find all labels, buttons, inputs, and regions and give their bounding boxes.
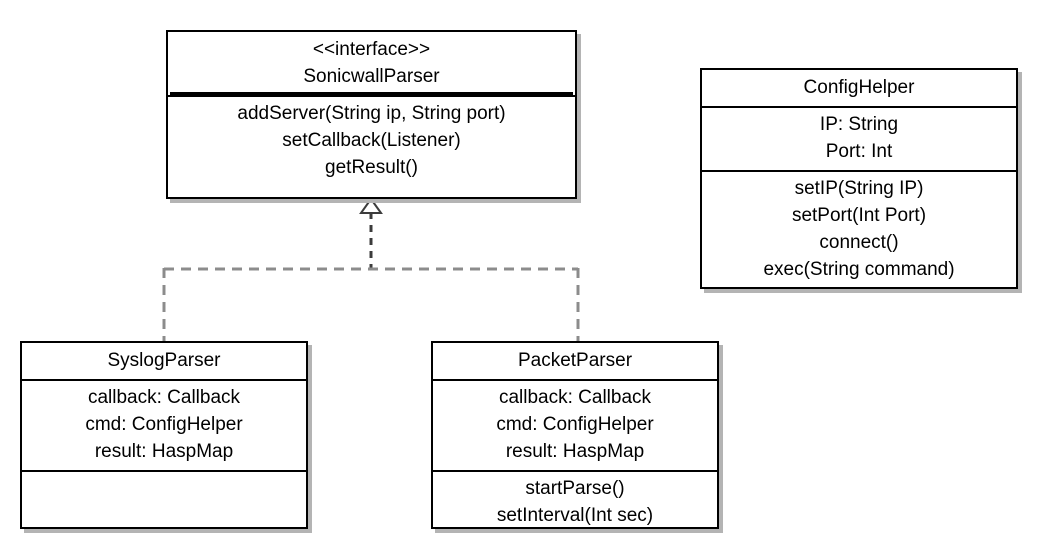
stereotype-label: <<interface>> [312,39,431,60]
method-item: setInterval(Int sec) [496,505,654,526]
method-item: getResult() [325,157,418,178]
class-methods-packet-parser: startParse() setInterval(Int sec) [433,470,717,534]
class-methods-syslog-parser [22,470,306,542]
hollow-triangle-arrowhead [359,197,383,214]
attribute-item: cmd: ConfigHelper [85,414,243,435]
method-item: setCallback(Listener) [282,130,461,151]
class-header-packet-parser: PacketParser [433,343,717,379]
attribute-item: callback: Callback [498,387,652,408]
attribute-item: result: HaspMap [505,441,645,462]
method-item: exec(String command) [763,259,955,280]
class-box-syslog-parser[interactable]: SyslogParser callback: Callback cmd: Con… [20,341,308,529]
class-name-label: PacketParser [517,350,633,371]
method-item: startParse() [525,478,625,499]
method-item: connect() [819,232,899,253]
class-box-sonicwall-parser[interactable]: <<interface>> SonicwallParser addServer(… [166,30,577,199]
class-attributes-config-helper: IP: String Port: Int [702,106,1016,170]
class-box-config-helper[interactable]: ConfigHelper IP: String Port: Int setIP(… [700,68,1018,289]
class-header-sonicwall-parser: <<interface>> SonicwallParser [168,32,575,95]
class-header-syslog-parser: SyslogParser [22,343,306,379]
attribute-item: cmd: ConfigHelper [496,414,654,435]
class-methods-sonicwall-parser: addServer(String ip, String port) setCal… [168,95,575,197]
attribute-item: callback: Callback [87,387,241,408]
class-header-config-helper: ConfigHelper [702,70,1016,106]
attribute-item: Port: Int [825,141,893,162]
class-name-label: SyslogParser [107,350,221,371]
method-item: addServer(String ip, String port) [237,103,506,124]
class-attributes-packet-parser: callback: Callback cmd: ConfigHelper res… [433,379,717,470]
class-box-packet-parser[interactable]: PacketParser callback: Callback cmd: Con… [431,341,719,529]
class-name-label: SonicwallParser [303,66,440,87]
attribute-item: IP: String [819,114,899,135]
attribute-item: result: HaspMap [94,441,234,462]
class-methods-config-helper: setIP(String IP) setPort(Int Port) conne… [702,170,1016,288]
method-item: setPort(Int Port) [791,205,927,226]
class-attributes-syslog-parser: callback: Callback cmd: ConfigHelper res… [22,379,306,470]
method-item: setIP(String IP) [794,178,924,199]
class-name-label: ConfigHelper [803,77,915,98]
